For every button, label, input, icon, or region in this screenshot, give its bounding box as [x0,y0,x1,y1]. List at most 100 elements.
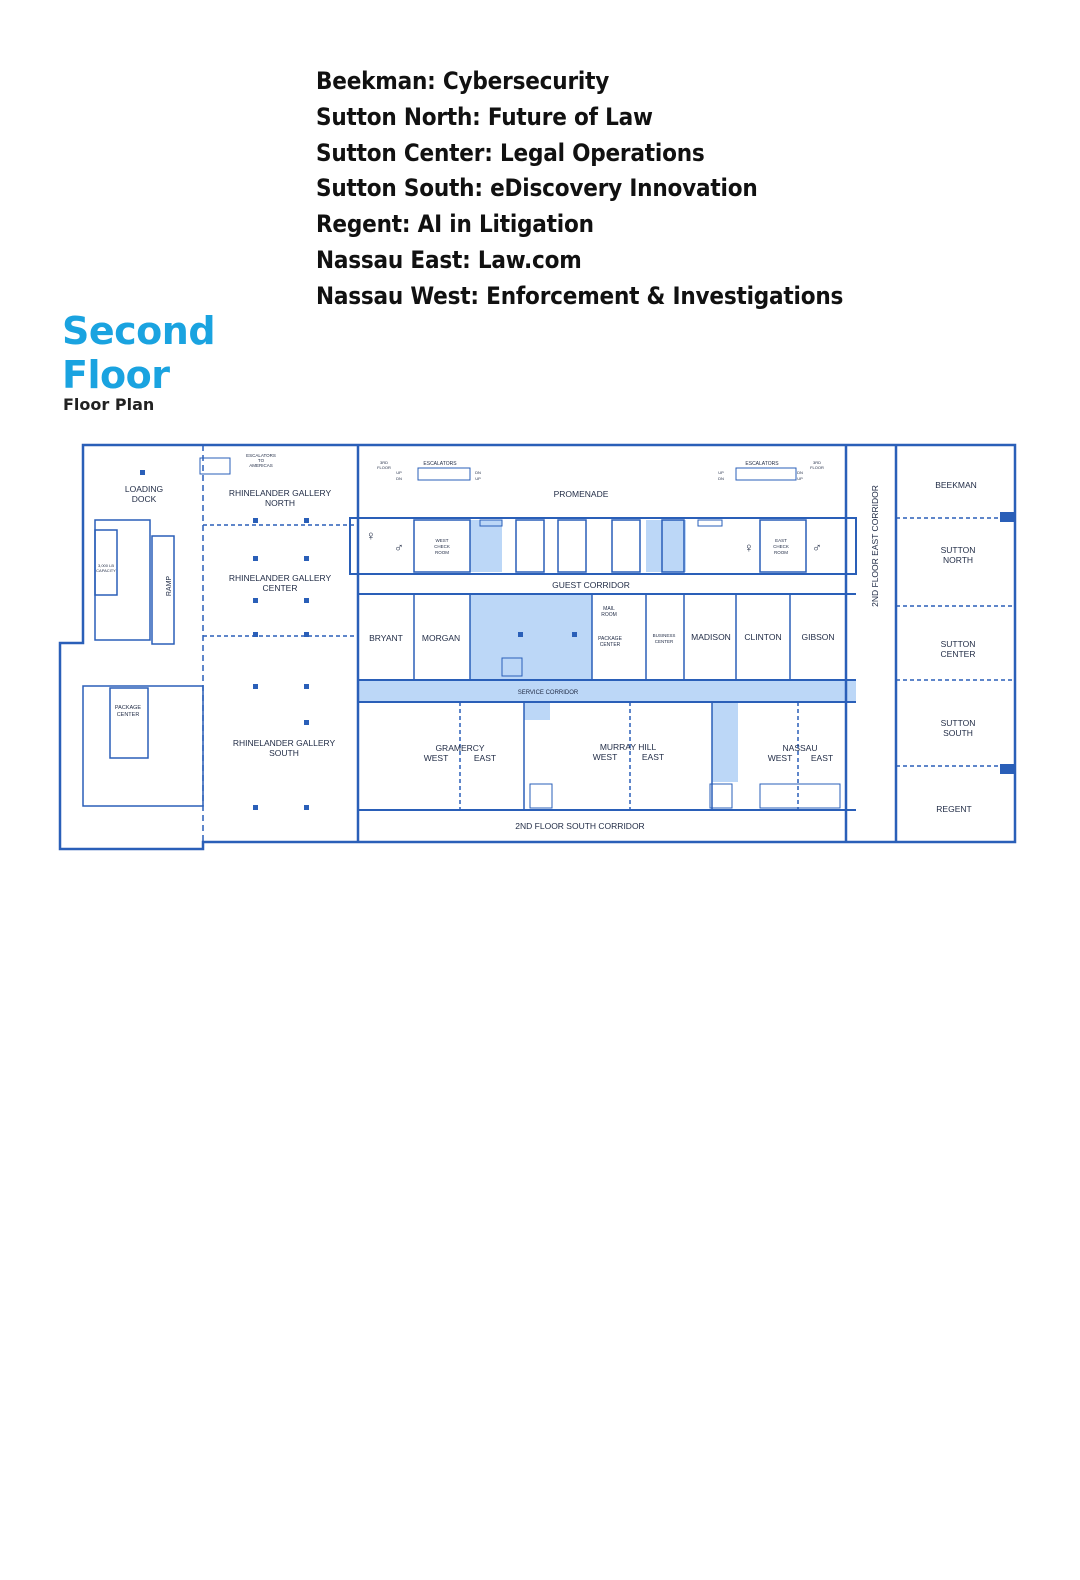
label-business-center: BUSINESS [653,633,676,638]
label-nassau-west: WEST [768,753,793,763]
label-capacity: 3,000 LB [98,563,114,568]
label-third-floor: FLOOR [377,465,391,470]
label-rhinelander-south: SOUTH [269,748,299,758]
label-capacity: CAPACITY [96,568,116,573]
label-gibson: GIBSON [801,632,834,642]
label-package-center-mid: PACKAGE [598,636,622,642]
escalators [199,457,841,809]
session-item: Regent: AI in Litigation [316,210,594,239]
label-loading-dock: LOADING [125,484,163,494]
session-item: Nassau West: Enforcement & Investigation… [316,281,844,310]
plan-labels: ESCALATORS TO AMERICAS LOADING DOCK RHIN… [96,453,977,831]
label-mail-room: MAIL [603,606,615,612]
highlight-stair-neck [524,702,550,720]
label-business-center: CENTER [655,639,674,644]
label-third-floor: 3RD [813,460,821,465]
label-loading-dock: DOCK [132,494,157,504]
label-escalators-americas: TO [258,458,265,463]
label-murray-hill-east: EAST [642,752,664,762]
label-bryant: BRYANT [369,633,403,643]
label-service-corridor: SERVICE CORRIDOR [518,690,579,696]
label-rhinelander-north: NORTH [265,498,295,508]
restroom-icons: ♀ ♂ ♀ ♂ [366,528,822,555]
session-item: Nassau East: Law.com [316,245,582,274]
session-list: Beekman: Cybersecurity Sutton North: Fut… [316,64,843,315]
highlight-areas [358,520,856,782]
label-escalators-east: ESCALATORS [745,461,779,467]
label-murray-hill-west: WEST [593,752,618,762]
label-package-center-mid: CENTER [600,642,621,648]
label-gramercy-east: EAST [474,753,496,763]
stair-murray [529,783,553,809]
label-rhinelander-north: RHINELANDER GALLERY [229,488,332,498]
label-gramercy: GRAMERCY [435,743,484,753]
label-murray-hill: MURRAY HILL [600,742,657,752]
label-sutton-north: SUTTON [941,545,976,555]
session-item: Sutton North: Future of Law [316,102,653,131]
label-dn: DN [797,470,803,475]
floor-title-line2: Floor [62,353,170,397]
label-third-floor: 3RD [380,460,388,465]
escalator-east [735,467,797,481]
label-rhinelander-center: RHINELANDER GALLERY [229,573,332,583]
label-escalators-americas: AMERICAS [249,463,273,468]
label-up: UP [797,476,803,481]
session-item: Sutton Center: Legal Operations [316,138,705,167]
highlight-service-core [470,594,592,680]
label-sutton-south: SUTTON [941,718,976,728]
label-east-check-room: ROOM [774,550,788,555]
restroom-icon: ♀ [366,528,376,543]
label-nassau-east: EAST [811,753,833,763]
columns [140,470,1014,810]
label-nassau: NASSAU [783,743,818,753]
label-regent: REGENT [936,804,971,814]
floor-title: Second Floor [62,309,216,397]
label-east-check-room: EAST [775,538,787,543]
stair-service [501,657,523,677]
label-rhinelander-south: RHINELANDER GALLERY [233,738,336,748]
label-clinton: CLINTON [744,632,781,642]
label-west-check-room: ROOM [435,550,449,555]
session-item: Sutton South: eDiscovery Innovation [316,174,758,203]
label-promenade: PROMENADE [554,489,609,499]
restroom-icon: ♂ [394,540,404,555]
label-sutton-center: SUTTON [941,639,976,649]
label-ramp: RAMP [166,576,173,597]
label-east-corridor: 2ND FLOOR EAST CORRIDOR [870,485,880,607]
label-morgan: MORGAN [422,633,460,643]
label-guest-corridor: GUEST CORRIDOR [552,580,630,590]
label-package-center-west: CENTER [117,712,140,718]
label-rhinelander-center: CENTER [263,583,298,593]
session-item: Beekman: Cybersecurity [316,67,610,95]
guest-core-block [349,517,857,575]
label-mail-room: ROOM [601,612,617,618]
room-dividers [82,517,1015,810]
escalator-west [417,467,471,481]
label-dn: DN [718,476,724,481]
label-south-corridor: 2ND FLOOR SOUTH CORRIDOR [515,821,644,831]
label-sutton-south: SOUTH [943,728,973,738]
floor-subtitle: Floor Plan [63,395,155,414]
label-sutton-north: NORTH [943,555,973,565]
stair-east [709,783,733,809]
building-outline [58,443,1017,851]
label-third-floor: FLOOR [810,465,824,470]
floor-title-line1: Second [62,309,216,353]
label-dn: DN [396,476,402,481]
service-corridor-band [358,680,856,702]
restroom-icon: ♂ [812,540,822,555]
label-sutton-center: CENTER [941,649,976,659]
escalator-americas [199,457,231,475]
label-west-check-room: WEST [436,538,449,543]
label-west-check-room: CHECK [434,544,450,549]
label-up: UP [718,470,724,475]
label-up: UP [396,470,402,475]
label-east-check-room: CHECK [773,544,789,549]
label-dn: DN [475,470,481,475]
highlight-west-service [470,520,502,572]
label-package-center-west: PACKAGE [115,705,142,711]
label-escalators-americas: ESCALATORS [246,453,276,458]
stair-nassau [759,783,841,809]
highlight-east-service [646,520,686,572]
label-gramercy-west: WEST [424,753,449,763]
